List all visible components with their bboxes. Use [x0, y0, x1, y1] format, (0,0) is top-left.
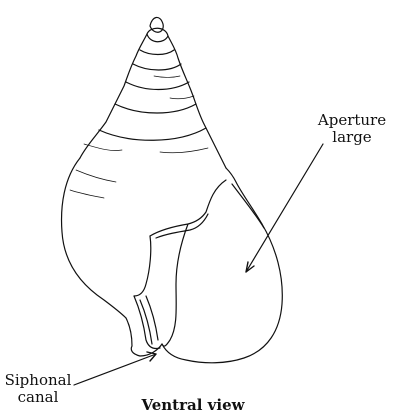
parietal-edge — [226, 168, 262, 224]
suture-5 — [99, 128, 206, 140]
aperture-label-line2: large — [312, 129, 392, 146]
aperture-label-line1: Aperture — [312, 112, 392, 129]
growth-line-4 — [160, 148, 208, 153]
siphonal-canal-outer — [126, 318, 162, 356]
aperture-label: Aperture large — [312, 112, 392, 146]
growth-line-3 — [84, 144, 122, 151]
columella — [134, 236, 151, 296]
growth-line-5 — [170, 96, 194, 99]
aperture-inner-contour — [162, 224, 188, 346]
suture-3 — [126, 82, 189, 90]
growth-line-2 — [70, 190, 104, 198]
siphonal-label-line1: Siphonal — [0, 372, 76, 389]
shell-apex — [150, 17, 163, 32]
aperture-pointer-line — [246, 144, 323, 272]
figure-caption: Ventral view — [118, 397, 268, 414]
siphonal-canal-inner — [134, 296, 160, 349]
growth-line-1 — [76, 170, 116, 182]
suture-4 — [115, 104, 196, 113]
inner-lip — [150, 180, 226, 236]
suture-1 — [140, 50, 174, 55]
outer-lip-inner — [232, 184, 264, 228]
growth-line-6 — [154, 76, 180, 78]
aperture-outer-lip — [162, 224, 282, 363]
siphonal-ridge-2 — [146, 296, 158, 340]
suture-2 — [133, 64, 181, 70]
aperture-arrowhead — [246, 262, 254, 272]
siphonal-label-line2: canal — [0, 389, 76, 406]
siphonal-canal-label: Siphonal canal — [0, 372, 76, 406]
siphonal-pointer-line — [74, 354, 156, 385]
whorl-1 — [147, 28, 168, 42]
